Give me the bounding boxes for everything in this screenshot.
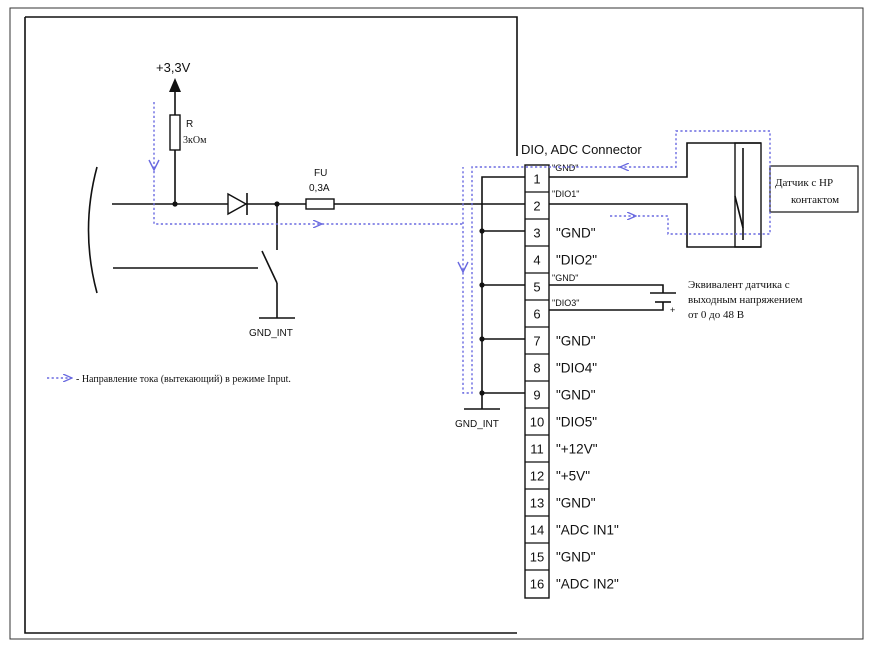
resistor (169, 114, 181, 151)
supply-label: +3,3V (156, 60, 191, 75)
outer-frame (9, 7, 864, 640)
pin-label: "DIO5" (556, 415, 597, 430)
legend-text: - Направление тока (вытекающий) в режиме… (76, 374, 291, 385)
pin-label: "+12V" (556, 442, 598, 457)
fuse-value: 0,3A (309, 183, 330, 194)
pin-label: "DIO2" (556, 253, 597, 268)
pin-number: 14 (530, 523, 544, 538)
sensor-equiv-line3: от 0 до 48 В (688, 309, 744, 321)
pin-number: 15 (530, 550, 544, 565)
sensor-equiv-line1: Эквивалент датчика с (688, 279, 790, 291)
pin-number: 3 (533, 226, 540, 241)
pin-label: "DIO1" (552, 189, 579, 199)
no-sensor-line1: Датчик с НР (775, 177, 833, 189)
gnd-int-label-left: GND_INT (249, 328, 293, 339)
resistor-name: R (186, 119, 193, 130)
sensor-equiv-line2: выходным напряжением (688, 294, 802, 306)
connector-title: DIO, ADC Connector (521, 142, 642, 157)
fuse-name: FU (314, 168, 327, 179)
gnd-int-label-right: GND_INT (455, 419, 499, 430)
pin-label: "GND" (556, 226, 596, 241)
diode (227, 192, 248, 216)
fuse (305, 198, 335, 210)
pin-number: 12 (530, 469, 544, 484)
pin-label: "GND" (556, 496, 596, 511)
pin-number: 7 (533, 334, 540, 349)
pin-label: "+5V" (556, 469, 590, 484)
current-flow-paths (148, 102, 771, 394)
pin-label: "ADC IN1" (556, 523, 619, 538)
voltage-plus: + (670, 305, 675, 315)
pin-label: "GND" (556, 388, 596, 403)
cable-break (87, 166, 98, 294)
internal-switch (113, 204, 295, 319)
pin-label: "DIO4" (556, 361, 597, 376)
no-sensor-wiring (549, 142, 761, 248)
device-enclosure (24, 16, 518, 634)
voltage-source (549, 284, 676, 311)
pin-label: "DIO3" (552, 298, 579, 308)
pin-number: 1 (533, 172, 540, 187)
pin-number: 11 (530, 442, 544, 457)
supply-rail (169, 78, 181, 115)
pin-number: 6 (533, 307, 540, 322)
pin-number: 13 (530, 496, 544, 511)
pin-label: "GND" (556, 550, 596, 565)
resistor-value: 3кОм (183, 135, 207, 146)
pin-label: "GND" (552, 273, 578, 283)
connector-pins: 1 "GND" 2 "DIO1" 3 "GND" 4 "DIO2" 5 "GND" 6 "DIO3" 7… (525, 163, 619, 592)
pin-number: 5 (533, 280, 540, 295)
pin-number: 10 (530, 415, 544, 430)
pin-number: 8 (533, 361, 540, 376)
ground-bus (464, 176, 525, 410)
pin-number: 4 (533, 253, 540, 268)
pin-label: "GND" (552, 163, 578, 173)
pin-number: 16 (530, 577, 544, 592)
pin-number: 9 (533, 388, 540, 403)
pin-label: "GND" (556, 334, 596, 349)
no-sensor-label-box (769, 165, 859, 213)
pin-label: "ADC IN2" (556, 577, 619, 592)
no-sensor-line2: контактом (791, 194, 839, 206)
pin-number: 2 (533, 199, 540, 214)
no-sensor-box (734, 142, 762, 248)
